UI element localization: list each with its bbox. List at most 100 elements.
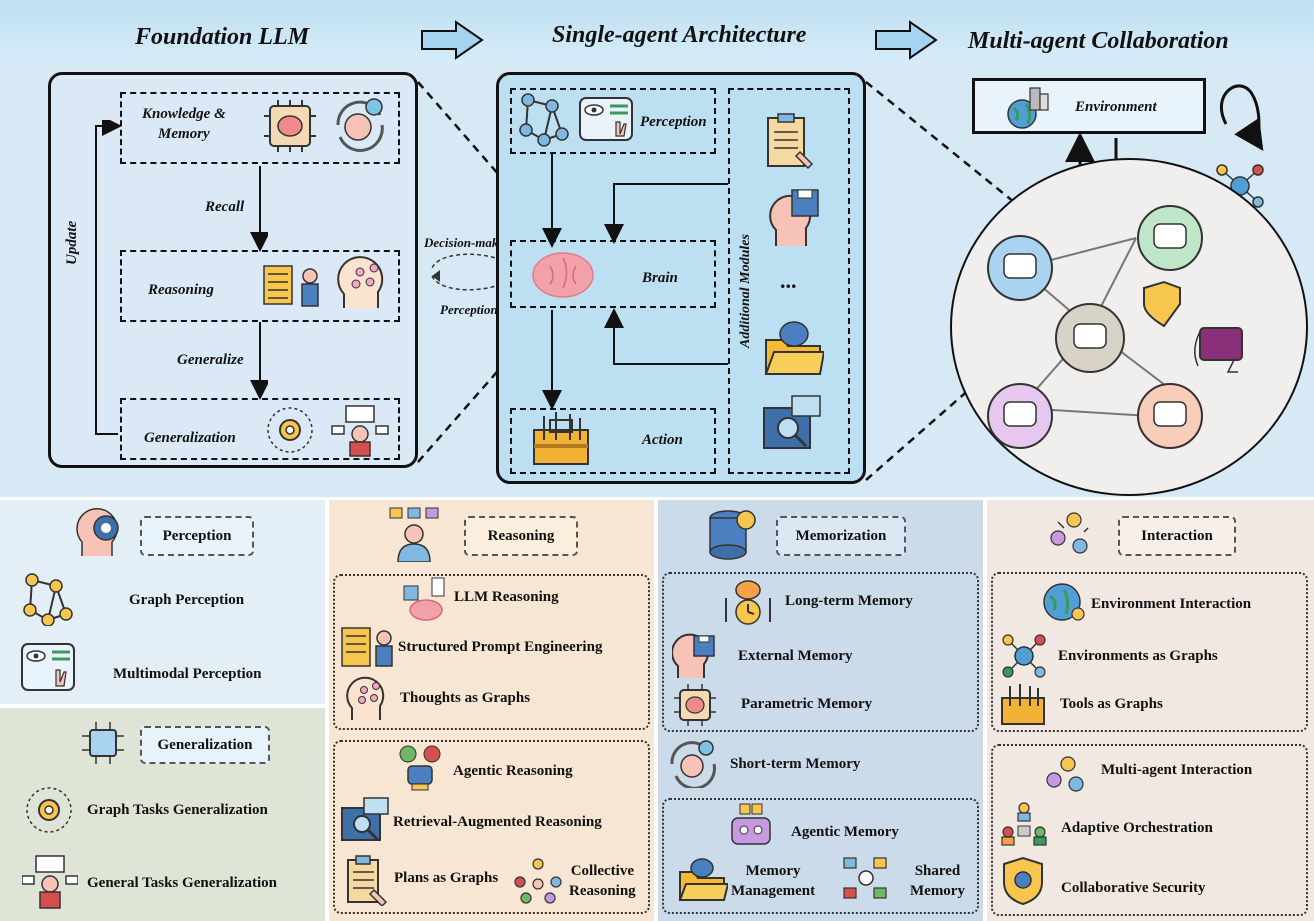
environment-interaction-group [991, 572, 1308, 732]
structured-prompt-engineering-item: Structured Prompt Engineering [398, 639, 603, 655]
llm-reasoning-group [333, 574, 650, 730]
agentic-reasoning-group [333, 740, 650, 914]
memory-head-icon [336, 98, 384, 152]
thinking-person-icon [389, 507, 439, 562]
collaborative-security-item: Collaborative Security [1061, 880, 1206, 896]
external-memory-icon [769, 189, 819, 246]
external-memory-item: External Memory [738, 648, 853, 664]
multi-agent-interaction-group [991, 744, 1308, 916]
stage-arrow-icon [875, 20, 938, 60]
graph-tasks-gear-icon [26, 787, 72, 833]
interaction-people-icon [1050, 512, 1089, 554]
recall-label: Recall [205, 199, 245, 215]
perception-module-box [510, 88, 716, 154]
stage-title-single-agent: Single-agent Architecture [552, 22, 807, 48]
additional-modules-box [728, 88, 850, 474]
ai-chip-icon [82, 722, 124, 764]
collective-reasoning-item: Collective Reasoning [569, 863, 636, 899]
single-agent-flow-arrows [542, 154, 728, 410]
graph-tasks-generalization-item: Graph Tasks Generalization [87, 802, 268, 818]
reasoning-title-chip: Reasoning [464, 516, 578, 556]
gear-network-icon [267, 407, 313, 453]
retrieval-map-icon [763, 395, 821, 449]
llm-reasoning-brain-icon [403, 577, 445, 621]
plans-clipboard-icon [347, 855, 388, 906]
knowledge-memory-label: Knowledge & Memory [142, 106, 226, 142]
perception-module-label: Perception [640, 114, 707, 130]
perception-title-chip: Perception [140, 516, 254, 556]
clipboard-plan-icon [767, 113, 814, 170]
multimodal-perception-item: Multimodal Perception [113, 666, 262, 682]
general-tasks-icon [331, 405, 389, 457]
tools-as-graphs-item: Tools as Graphs [1060, 696, 1163, 712]
stage-title-foundation: Foundation LLM [135, 24, 310, 50]
llm-reasoning-item: LLM Reasoning [454, 589, 559, 605]
agentic-reasoning-item: Agentic Reasoning [453, 763, 573, 779]
agent-graph [987, 205, 1243, 449]
generalization-label: Generalization [144, 430, 236, 446]
environments-graph-icon [1002, 634, 1046, 678]
stage-arrow-icon [421, 20, 484, 60]
multi-agent-interaction-item: Multi-agent Interaction [1101, 762, 1253, 778]
memorization-title-chip: Memorization [776, 516, 906, 556]
thoughts-as-graphs-item: Thoughts as Graphs [400, 690, 531, 706]
long-term-memory-group [662, 572, 979, 732]
parametric-memory-chip-icon [674, 684, 716, 726]
graph-perception-item: Graph Perception [129, 592, 245, 608]
tools-toolbox-icon [1001, 684, 1045, 725]
memorization-panel [658, 500, 983, 921]
brain-icon [532, 252, 594, 298]
foundation-flow-arrows [95, 120, 268, 435]
generalization-title-chip: Generalization [140, 726, 270, 764]
structured-prompt-icon [263, 265, 319, 307]
adaptive-orchestration-item: Adaptive Orchestration [1061, 820, 1213, 836]
agentic-memory-item: Agentic Memory [791, 824, 899, 840]
environment-label: Environment [1075, 99, 1157, 115]
thought-graph-head-icon [337, 256, 384, 308]
multimodal-icon [579, 97, 633, 141]
decision-making-label: Decision-making [424, 235, 516, 250]
environment-interaction-item: Environment Interaction [1091, 596, 1252, 612]
graph-network-icon [519, 93, 569, 147]
stage-header-band [0, 0, 1314, 66]
external-memory-head-icon [672, 633, 715, 678]
long-term-memory-item: Long-term Memory [785, 593, 913, 609]
general-tasks-generalization-item: General Tasks Generalization [87, 875, 278, 891]
short-term-memory-item: Short-term Memory [730, 756, 861, 772]
agentic-memory-robot-icon [731, 803, 771, 845]
retrieval-augmented-reasoning-item: Retrieval-Augmented Reasoning [393, 814, 602, 830]
action-module-label: Action [642, 432, 683, 448]
more-modules-ellipsis: ... [780, 268, 797, 293]
stage-title-multi-agent: Multi-agent Collaboration [968, 28, 1229, 54]
perception-loop-label: Perception [440, 302, 498, 317]
memory-folder-icon [764, 321, 824, 375]
multimodal-perception-icon [21, 643, 75, 691]
agentic-robot-icon [399, 745, 441, 791]
thoughts-graph-head-icon [346, 676, 385, 720]
additional-modules-label: Additional Modules [738, 234, 753, 348]
earth-city-icon [1007, 87, 1049, 129]
memory-management-folder-icon [678, 858, 728, 901]
collective-people-icon [514, 858, 562, 904]
general-tasks-person-icon [22, 855, 78, 909]
long-term-memory-icon [725, 580, 771, 625]
graph-perception-icon [23, 573, 73, 626]
brain-chip-icon [264, 100, 316, 152]
environment-interaction-icon [1043, 583, 1085, 621]
environments-as-graphs-item: Environments as Graphs [1058, 648, 1218, 664]
brain-module-label: Brain [642, 270, 678, 286]
reasoning-label: Reasoning [148, 282, 214, 298]
adaptive-orchestration-icon [1001, 802, 1047, 846]
toolbox-icon [533, 412, 589, 465]
security-shield-icon [1003, 856, 1043, 906]
shared-memory-item: Shared Memory [910, 863, 965, 899]
agentic-memory-group [662, 798, 979, 914]
parametric-memory-item: Parametric Memory [741, 696, 873, 712]
structured-prompt-engineering-icon [341, 627, 393, 667]
memory-management-item: Memory Management [731, 863, 816, 899]
action-module-box [510, 408, 716, 474]
shared-memory-icon [843, 857, 887, 899]
plans-as-graphs-item: Plans as Graphs [394, 870, 499, 886]
reasoning-panel [329, 500, 654, 921]
multi-agent-people-icon [1046, 756, 1084, 792]
